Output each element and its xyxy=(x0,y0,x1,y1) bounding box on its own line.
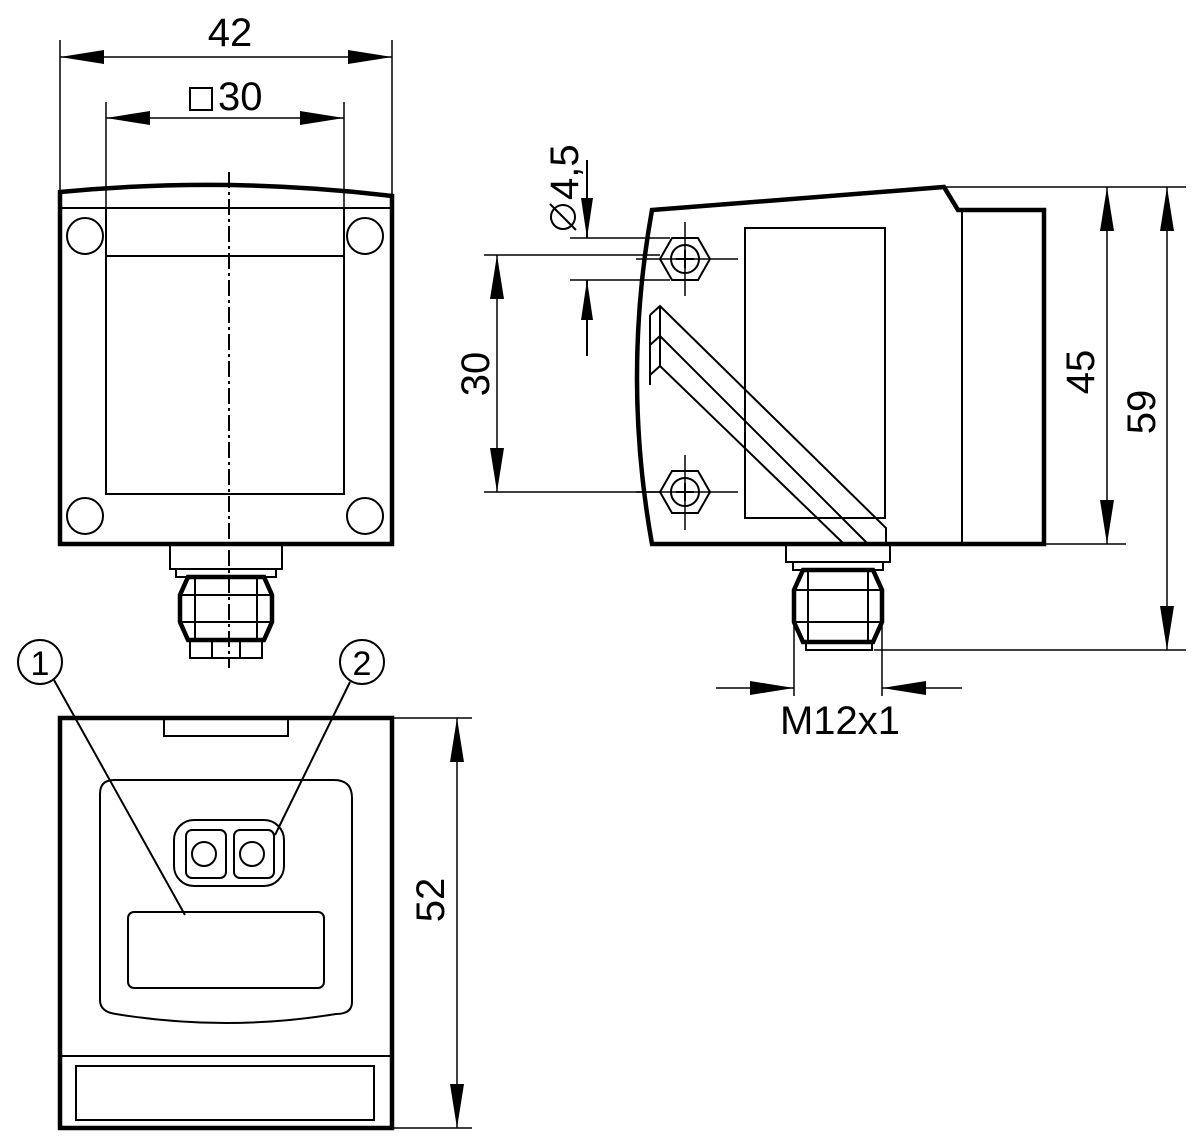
dim-hole-diameter: 4,5 xyxy=(543,144,587,200)
front-view: 52 xyxy=(57,715,472,1131)
callout-1-label: 1 xyxy=(31,645,50,683)
side-view: 4,5 30 45 59 M12x1 xyxy=(454,144,1186,743)
dim-52: 52 xyxy=(409,878,453,923)
upper-hole xyxy=(636,222,738,296)
square-symbol xyxy=(189,87,213,111)
dim-42: 42 xyxy=(208,11,253,55)
dim-thread: M12x1 xyxy=(780,699,900,743)
dim-hole-spacing: 30 xyxy=(454,352,498,397)
dim-59: 59 xyxy=(1120,390,1164,435)
top-view: 42 30 xyxy=(57,11,395,668)
callout-2-circle xyxy=(339,639,385,685)
callout-2-leader xyxy=(274,681,351,836)
callout-1-leader xyxy=(53,679,186,916)
callout-1-circle xyxy=(17,639,63,685)
callouts: 1 2 xyxy=(17,639,385,916)
dim-45: 45 xyxy=(1059,350,1103,395)
dim-square-30: 30 xyxy=(218,75,263,119)
callout-2-label: 2 xyxy=(353,645,372,683)
